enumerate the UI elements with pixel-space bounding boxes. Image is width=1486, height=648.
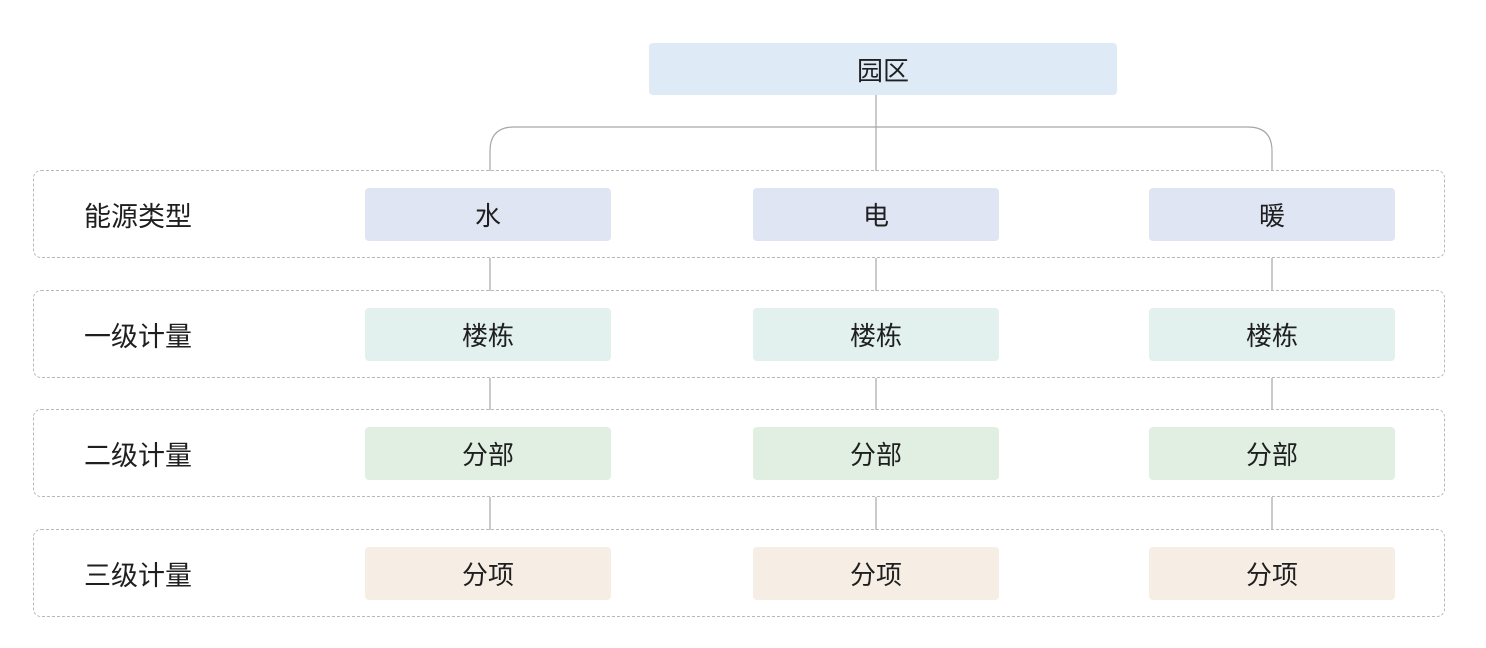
node-electricity: 电 — [753, 188, 999, 241]
node-building: 楼栋 — [365, 308, 611, 361]
row-level-3-metering: 三级计量 分项 分项 分项 — [33, 529, 1445, 617]
row-level-1-metering: 一级计量 楼栋 楼栋 楼栋 — [33, 290, 1445, 378]
branch-bracket-line — [489, 126, 1273, 171]
node-building: 楼栋 — [753, 308, 999, 361]
row-label: 能源类型 — [84, 201, 192, 233]
node-department: 分部 — [753, 427, 999, 480]
root-node: 园区 — [649, 43, 1117, 95]
node-department: 分部 — [1149, 427, 1395, 480]
node-heating: 暖 — [1149, 188, 1395, 241]
node-department: 分部 — [365, 427, 611, 480]
row-label: 一级计量 — [84, 321, 192, 353]
node-item: 分项 — [1149, 547, 1395, 600]
row-label: 三级计量 — [84, 560, 192, 592]
row-energy-type: 能源类型 水 电 暖 — [33, 170, 1445, 258]
row-label: 二级计量 — [84, 440, 192, 472]
node-water: 水 — [365, 188, 611, 241]
node-item: 分项 — [753, 547, 999, 600]
row-level-2-metering: 二级计量 分部 分部 分部 — [33, 409, 1445, 497]
node-building: 楼栋 — [1149, 308, 1395, 361]
node-item: 分项 — [365, 547, 611, 600]
root-node-label: 园区 — [856, 56, 909, 87]
